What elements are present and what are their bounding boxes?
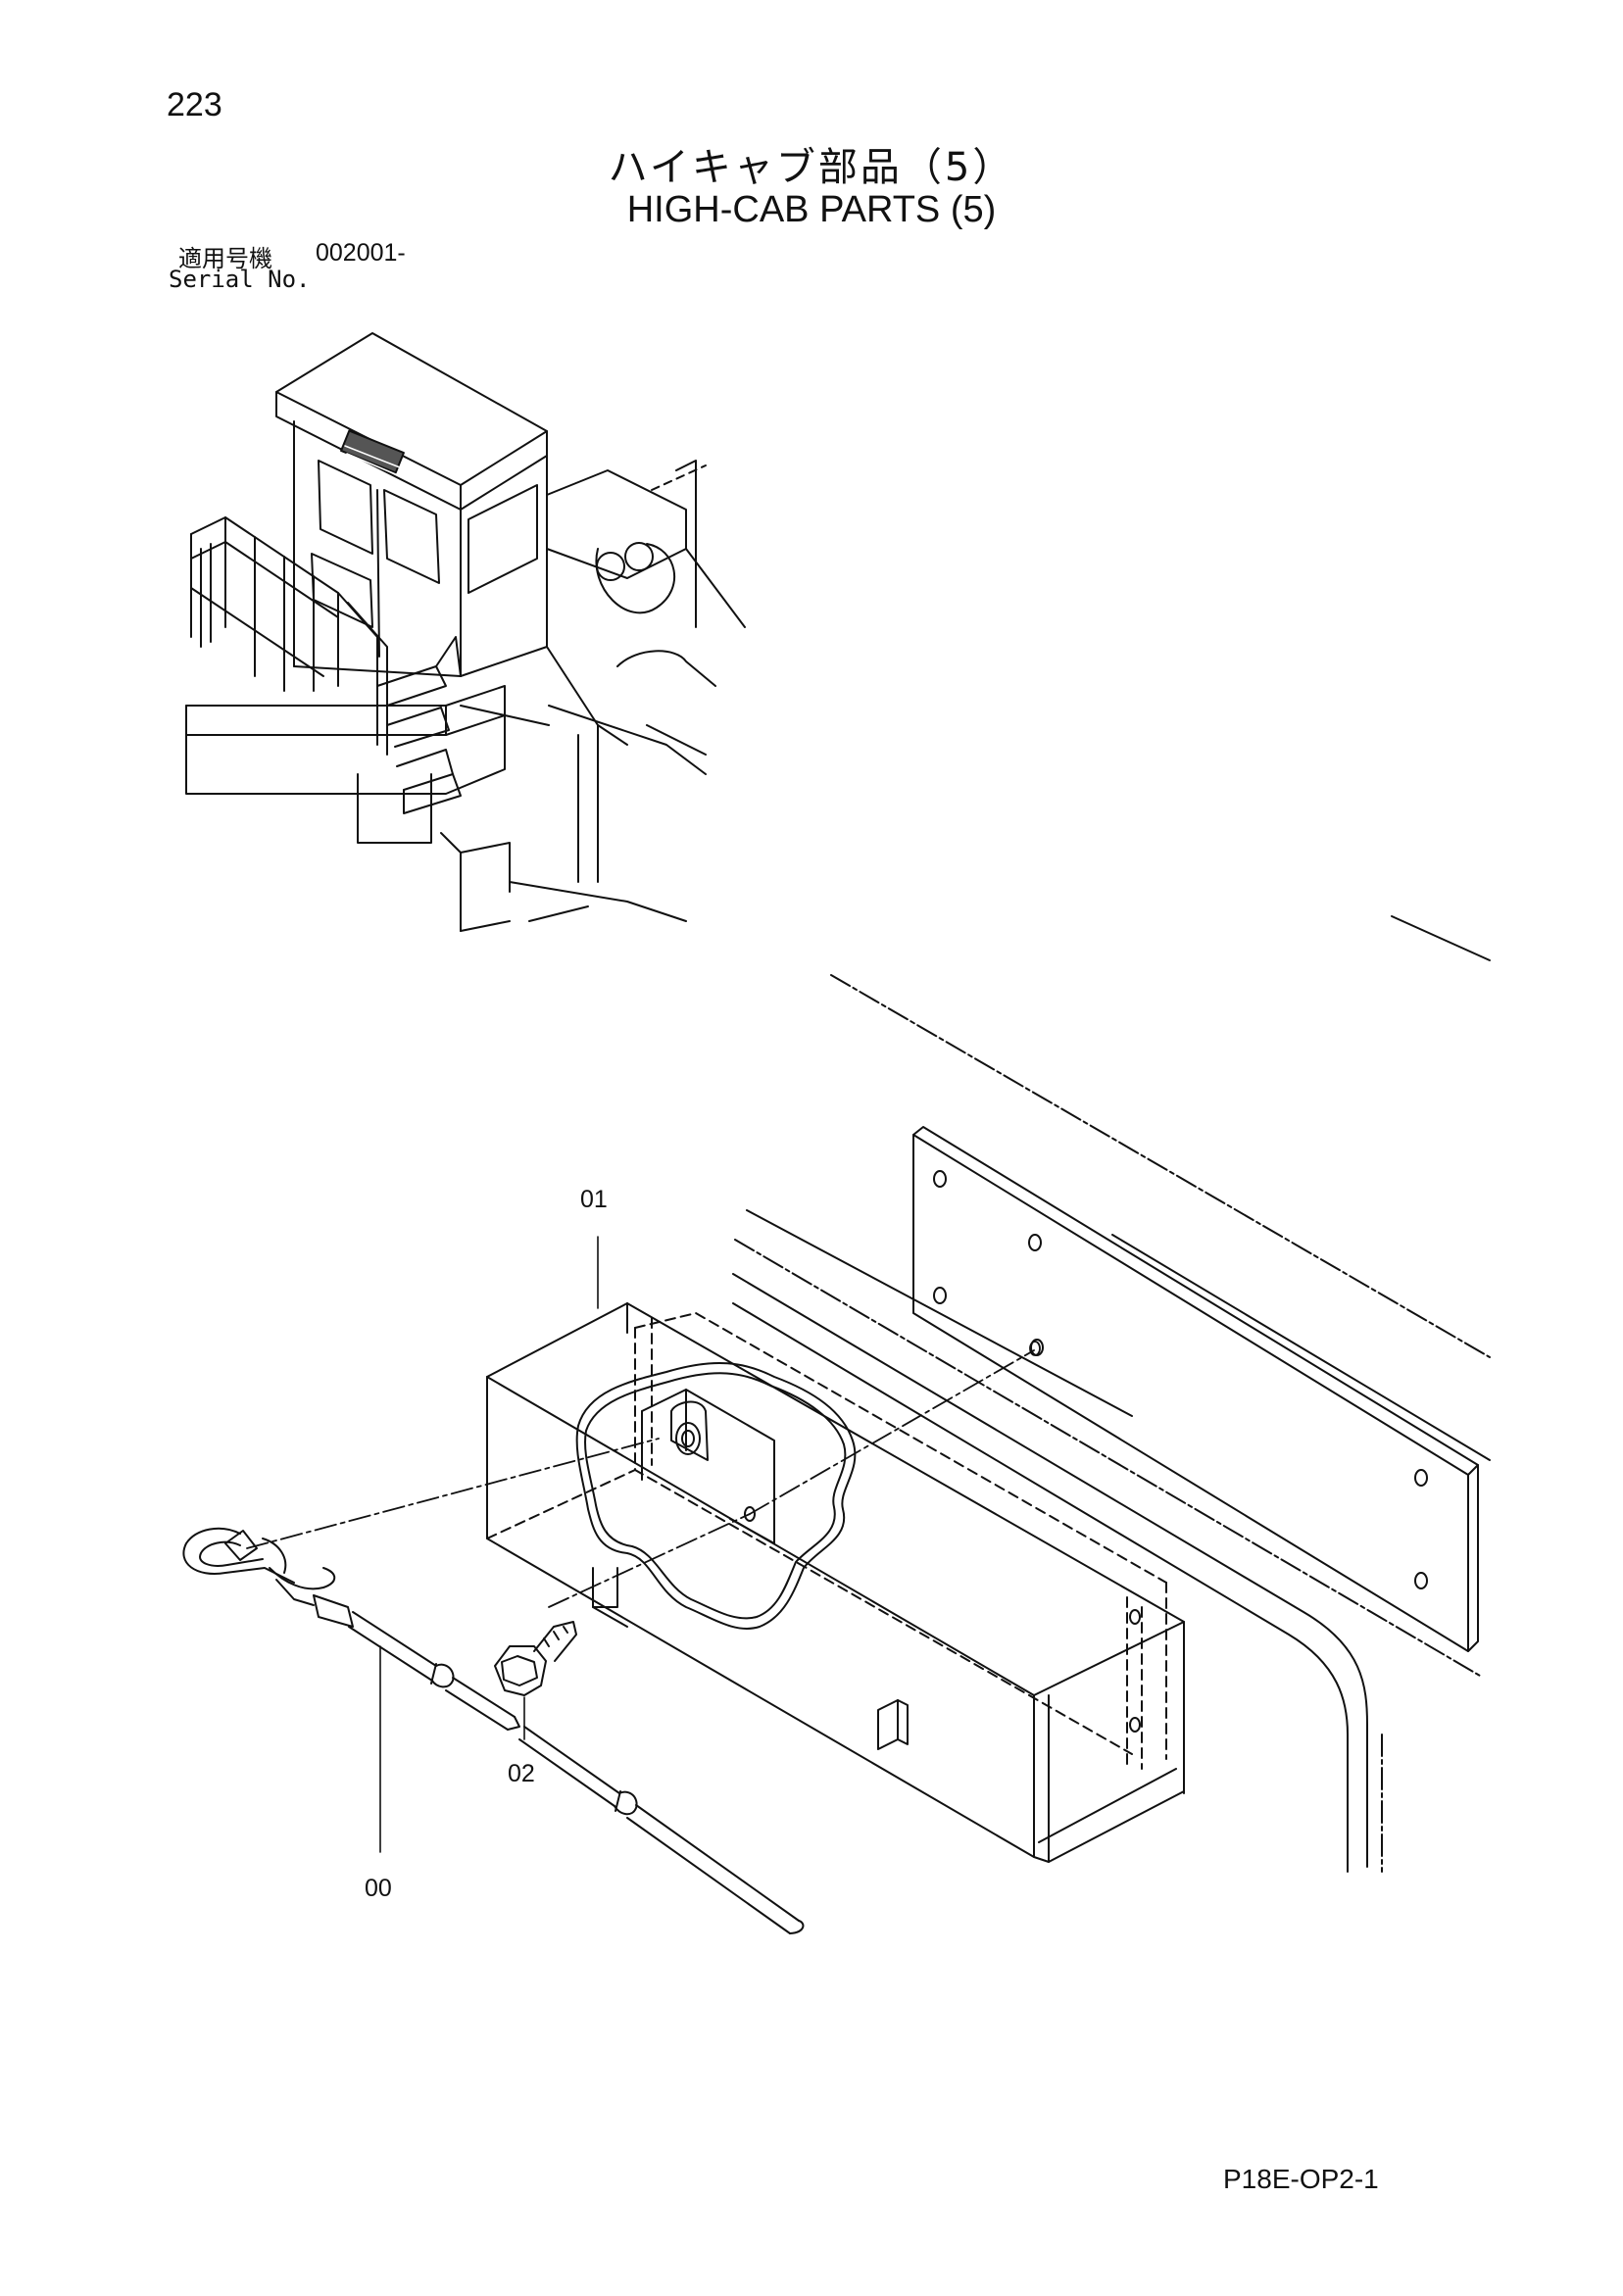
callout-label-01: 01 (580, 1186, 608, 1213)
bolt (494, 1621, 577, 1696)
machine-overview-illustration (185, 332, 746, 932)
serial-number-value: 002001- (316, 239, 406, 267)
serial-label-english: Serial No. (169, 266, 311, 293)
serial-label-japanese: 適用号機 (178, 245, 272, 272)
drawing-code: P18E-OP2-1 (1223, 2164, 1379, 2194)
page-number: 223 (167, 86, 222, 123)
tool-box (486, 1302, 1185, 1863)
callout-00: 00 (365, 1645, 392, 1902)
assembly-centerlines (246, 1341, 1041, 1608)
wire-rope (182, 1527, 805, 1934)
callout-01: 01 (580, 1186, 608, 1309)
page-title-japanese: ハイキャブ部品（5） (608, 145, 1015, 190)
page-title-english: HIGH-CAB PARTS (5) (626, 189, 997, 230)
callout-02: 02 (508, 1696, 535, 1787)
mounting-plate (912, 1126, 1479, 1652)
callout-label-00: 00 (365, 1875, 392, 1902)
frame-lines (732, 915, 1491, 1873)
callout-label-02: 02 (508, 1760, 535, 1787)
